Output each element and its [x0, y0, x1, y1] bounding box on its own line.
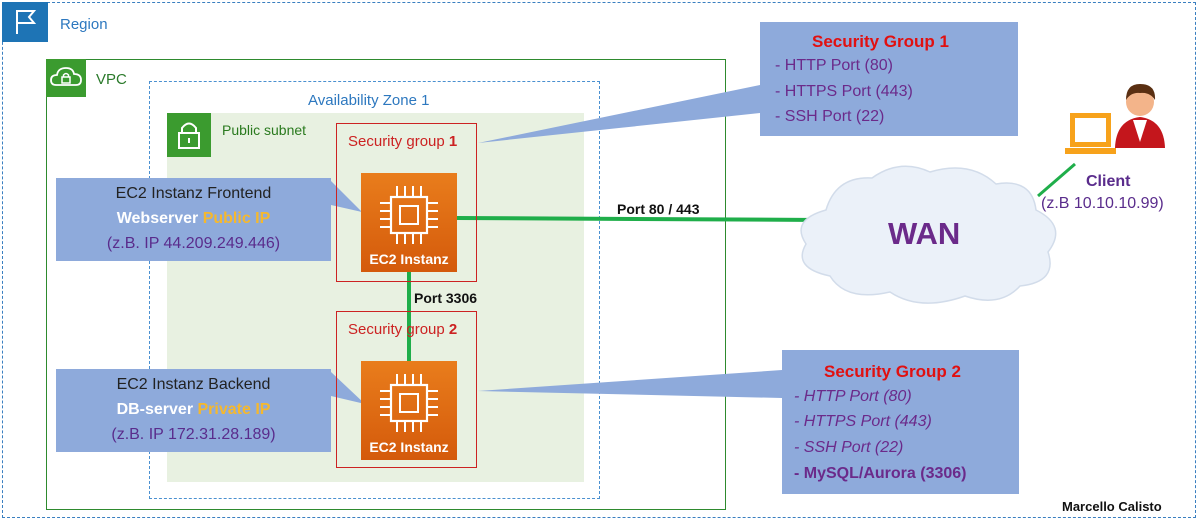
wan-label: WAN	[888, 216, 961, 251]
frontend-ip: (z.B. IP 44.209.249.446)	[106, 235, 281, 252]
frontend-callout-pointer	[331, 181, 362, 212]
security-group-2-title: Security Group 2	[824, 362, 961, 381]
ec2-backend-instance: EC2 Instanz	[361, 361, 457, 460]
region-boundary	[2, 2, 1196, 518]
client-ip: (z.B 10.10.10.99)	[1041, 195, 1164, 212]
backend-ip-type: Private IP	[197, 401, 271, 418]
chip-icon	[380, 186, 438, 244]
wan-cloud-icon	[800, 165, 1057, 304]
vpc-label: VPC	[96, 71, 127, 88]
sg2-rule-ssh: - SSH Port (22)	[794, 439, 904, 456]
ec2-frontend-caption: EC2 Instanz	[369, 251, 449, 267]
client-label: Client	[1086, 173, 1131, 190]
flag-icon	[2, 2, 48, 42]
sg1-callout-pointer	[478, 85, 760, 143]
author-credit: Marcello Calisto	[1062, 499, 1162, 514]
region-label: Region	[60, 16, 108, 33]
lock-icon	[167, 113, 211, 157]
client-link	[1037, 162, 1076, 198]
security-group-1: Security group 1	[336, 123, 477, 282]
security-group-2: Security group 2	[336, 311, 477, 468]
user-icon	[1115, 84, 1165, 148]
backend-ip: (z.B. IP 172.31.28.189)	[111, 426, 276, 443]
sg2-rule-mysql: - MySQL/Aurora (3306)	[794, 465, 967, 482]
sg1-rule-https: - HTTPS Port (443)	[775, 83, 913, 100]
security-group-1-text: Security group	[348, 133, 445, 150]
ec2-frontend-instance: EC2 Instanz	[361, 173, 457, 272]
security-group-1-title: Security Group 1	[812, 32, 949, 51]
frontend-callout: EC2 Instanz Frontend Webserver Public IP…	[56, 178, 331, 261]
web-port-label: Port 80 / 443	[617, 201, 700, 217]
frontend-ip-type: Public IP	[202, 210, 271, 227]
frontend-role: Webserver	[116, 210, 199, 227]
chip-icon	[380, 374, 438, 432]
laptop-icon	[1065, 113, 1116, 154]
db-port-label: Port 3306	[414, 290, 478, 306]
security-group-2-number: 2	[448, 321, 458, 338]
backend-callout-title: EC2 Instanz Backend	[116, 376, 271, 393]
security-group-1-rules: Security Group 1 - HTTP Port (80) - HTTP…	[760, 22, 1018, 136]
security-group-2-rules: Security Group 2 - HTTP Port (80) - HTTP…	[782, 350, 1019, 494]
frontend-callout-role-line: Webserver Public IP	[56, 210, 331, 228]
ec2-backend-caption: EC2 Instanz	[369, 439, 449, 455]
availability-zone-boundary	[149, 81, 600, 499]
sg1-rule-http: - HTTP Port (80)	[775, 57, 893, 74]
security-group-1-number: 1	[448, 133, 458, 150]
cloud-lock-icon	[46, 59, 86, 97]
security-group-1-label: Security group 1	[348, 133, 457, 150]
sg1-rule-ssh: - SSH Port (22)	[775, 108, 885, 125]
sg2-rule-https: - HTTPS Port (443)	[794, 413, 932, 430]
web-link	[456, 216, 823, 222]
sg2-rule-http: - HTTP Port (80)	[794, 388, 912, 405]
vpc-boundary	[46, 59, 726, 510]
sg2-callout-pointer	[478, 370, 782, 398]
public-subnet-label: Public subnet	[222, 122, 307, 138]
security-group-2-text: Security group	[348, 321, 445, 338]
backend-role: DB-server	[116, 401, 194, 418]
backend-callout: EC2 Instanz Backend DB-server Private IP…	[56, 369, 331, 452]
security-group-2-label: Security group 2	[348, 321, 457, 338]
availability-zone-label: Availability Zone 1	[308, 92, 430, 109]
frontend-callout-title: EC2 Instanz Frontend	[115, 185, 272, 202]
backend-callout-pointer	[331, 372, 365, 404]
backend-callout-role-line: DB-server Private IP	[56, 401, 331, 419]
